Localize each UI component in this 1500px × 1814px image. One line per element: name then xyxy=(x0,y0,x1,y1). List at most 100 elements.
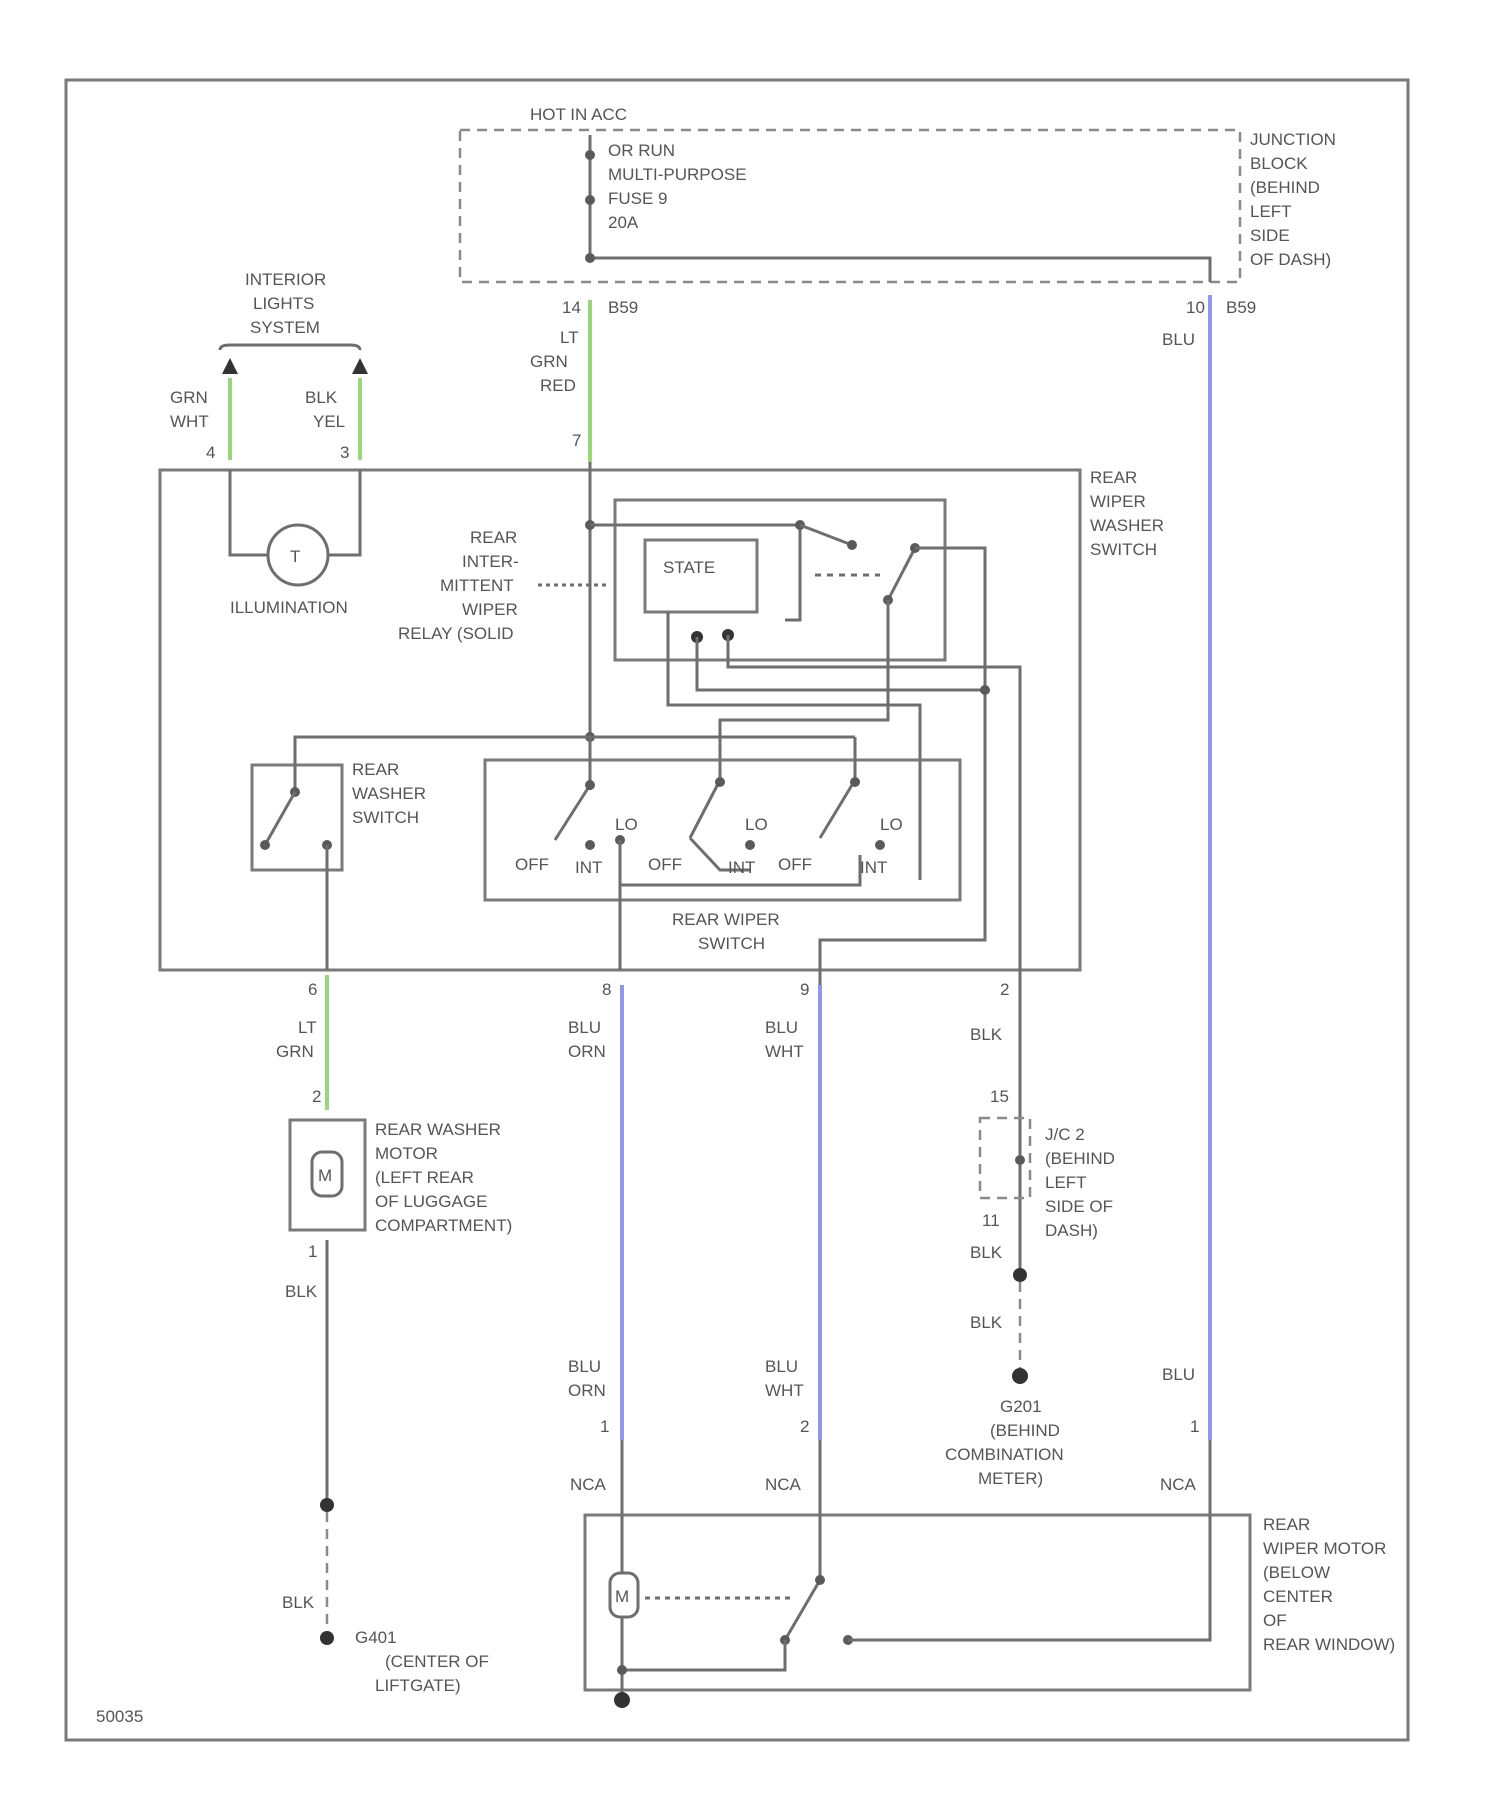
pin-3: 3 xyxy=(340,443,349,462)
svg-text:WIPER: WIPER xyxy=(1090,492,1146,511)
ground-g201-icon xyxy=(1012,1368,1028,1384)
svg-text:(BELOW: (BELOW xyxy=(1263,1563,1330,1582)
svg-text:SYSTEM: SYSTEM xyxy=(250,318,320,337)
label-g401-location: (CENTER OF LIFTGATE) xyxy=(375,1652,489,1695)
wiper-pole-3 xyxy=(820,780,855,838)
svg-text:GRN: GRN xyxy=(530,352,568,371)
svg-text:JUNCTION: JUNCTION xyxy=(1250,130,1336,149)
label-blk: BLK xyxy=(970,1025,1003,1044)
svg-text:ORN: ORN xyxy=(568,1381,606,1400)
label-blu-top: BLU xyxy=(1162,330,1195,349)
label-grn-wht: GRN WHT xyxy=(170,388,209,431)
arrow-right xyxy=(352,358,368,374)
conn-10b: B59 xyxy=(1226,298,1256,317)
park-switch xyxy=(785,1515,820,1640)
svg-text:BLU: BLU xyxy=(765,1357,798,1376)
pin-8: 8 xyxy=(602,980,611,999)
bulb-t: T xyxy=(290,547,300,566)
label-int-1: INT xyxy=(575,858,602,877)
illum-wire xyxy=(230,470,360,555)
label-rear-wiper-switch: REAR WIPER SWITCH xyxy=(672,910,780,953)
svg-text:ORN: ORN xyxy=(568,1042,606,1061)
svg-text:YEL: YEL xyxy=(313,412,345,431)
svg-text:REAR: REAR xyxy=(470,528,517,547)
label-blu-wht-2: BLU WHT xyxy=(765,1357,804,1400)
svg-text:SIDE OF: SIDE OF xyxy=(1045,1197,1113,1216)
svg-text:SWITCH: SWITCH xyxy=(1090,540,1157,559)
label-state: STATE xyxy=(663,558,715,577)
svg-text:LEFT: LEFT xyxy=(1250,202,1292,221)
park-return xyxy=(848,1515,1210,1640)
svg-text:DASH): DASH) xyxy=(1045,1221,1098,1240)
washer-motor-m: M xyxy=(318,1166,332,1185)
svg-text:OF: OF xyxy=(1263,1611,1287,1630)
svg-text:CENTER: CENTER xyxy=(1263,1587,1333,1606)
label-lt-grn-red: LT GRN RED xyxy=(530,328,579,395)
svg-text:WHT: WHT xyxy=(765,1381,804,1400)
svg-text:BLU: BLU xyxy=(568,1357,601,1376)
label-lo-2: LO xyxy=(745,815,768,834)
pin-9: 9 xyxy=(800,980,809,999)
svg-text:LT: LT xyxy=(560,328,579,347)
svg-text:SWITCH: SWITCH xyxy=(698,934,765,953)
conn-14: 14 xyxy=(562,298,581,317)
svg-text:WHT: WHT xyxy=(170,412,209,431)
svg-text:LIGHTS: LIGHTS xyxy=(253,294,314,313)
svg-text:GRN: GRN xyxy=(170,388,208,407)
svg-text:REAR WASHER: REAR WASHER xyxy=(375,1120,501,1139)
svg-text:MITTENT: MITTENT xyxy=(440,576,514,595)
label-relay: REAR INTER- MITTENT WIPER RELAY (SOLID xyxy=(398,528,519,643)
arrow-left xyxy=(222,358,238,374)
washer-contact xyxy=(265,792,295,845)
label-g201: G201 (BEHIND COMBINATION METER) xyxy=(945,1397,1064,1488)
svg-text:REAR: REAR xyxy=(352,760,399,779)
svg-text:REAR WINDOW): REAR WINDOW) xyxy=(1263,1635,1395,1654)
pin-4: 4 xyxy=(206,443,215,462)
svg-text:J/C 2: J/C 2 xyxy=(1045,1125,1085,1144)
label-junction-block: JUNCTION BLOCK (BEHIND LEFT SIDE OF DASH… xyxy=(1250,130,1336,269)
svg-text:BLU: BLU xyxy=(568,1018,601,1037)
svg-text:WHT: WHT xyxy=(765,1042,804,1061)
fuse-bus xyxy=(590,135,1210,282)
label-blk-a: BLK xyxy=(285,1282,318,1301)
wiper-motor-m: M xyxy=(615,1587,629,1606)
motor-leads xyxy=(622,1440,1210,1515)
svg-text:SIDE: SIDE xyxy=(1250,226,1290,245)
label-off-3: OFF xyxy=(778,855,812,874)
svg-text:WASHER: WASHER xyxy=(1090,516,1164,535)
label-lo-3: LO xyxy=(880,815,903,834)
label-nca-3: NCA xyxy=(1160,1475,1197,1494)
svg-text:WASHER: WASHER xyxy=(352,784,426,803)
label-rear-washer-motor: REAR WASHER MOTOR (LEFT REAR OF LUGGAGE … xyxy=(375,1120,512,1235)
pin-2: 2 xyxy=(1000,980,1009,999)
svg-text:INTER-: INTER- xyxy=(462,552,519,571)
label-blk-b: BLK xyxy=(970,1243,1003,1262)
svg-text:RED: RED xyxy=(540,376,576,395)
label-int-3: INT xyxy=(860,858,887,877)
ground-g401-icon xyxy=(320,1631,334,1645)
label-nca-1: NCA xyxy=(570,1475,607,1494)
label-blu-2: BLU xyxy=(1162,1365,1195,1384)
label-hot: HOT IN ACC xyxy=(530,105,627,124)
svg-text:RELAY (SOLID: RELAY (SOLID xyxy=(398,624,514,643)
svg-text:(BEHIND: (BEHIND xyxy=(1250,178,1320,197)
label-blu-orn: BLU ORN xyxy=(568,1018,606,1061)
conn-14b: B59 xyxy=(608,298,638,317)
svg-text:LIFTGATE): LIFTGATE) xyxy=(375,1676,461,1695)
pin-11: 11 xyxy=(982,1211,1000,1230)
motor-pin-1: 1 xyxy=(600,1417,609,1436)
lights-bracket xyxy=(220,345,360,350)
label-lo-1: LO xyxy=(615,815,638,834)
svg-text:REAR: REAR xyxy=(1090,468,1137,487)
label-blu-orn-2: BLU ORN xyxy=(568,1357,606,1400)
svg-text:(CENTER OF: (CENTER OF xyxy=(385,1652,489,1671)
svg-text:OF LUGGAGE: OF LUGGAGE xyxy=(375,1192,487,1211)
svg-text:GRN: GRN xyxy=(276,1042,314,1061)
relay-pin2 xyxy=(697,637,985,690)
relay-pin1 xyxy=(668,612,920,880)
label-off-2: OFF xyxy=(648,855,682,874)
svg-text:BLU: BLU xyxy=(765,1018,798,1037)
label-illumination: ILLUMINATION xyxy=(230,598,348,617)
label-blk-c: BLK xyxy=(970,1313,1003,1332)
